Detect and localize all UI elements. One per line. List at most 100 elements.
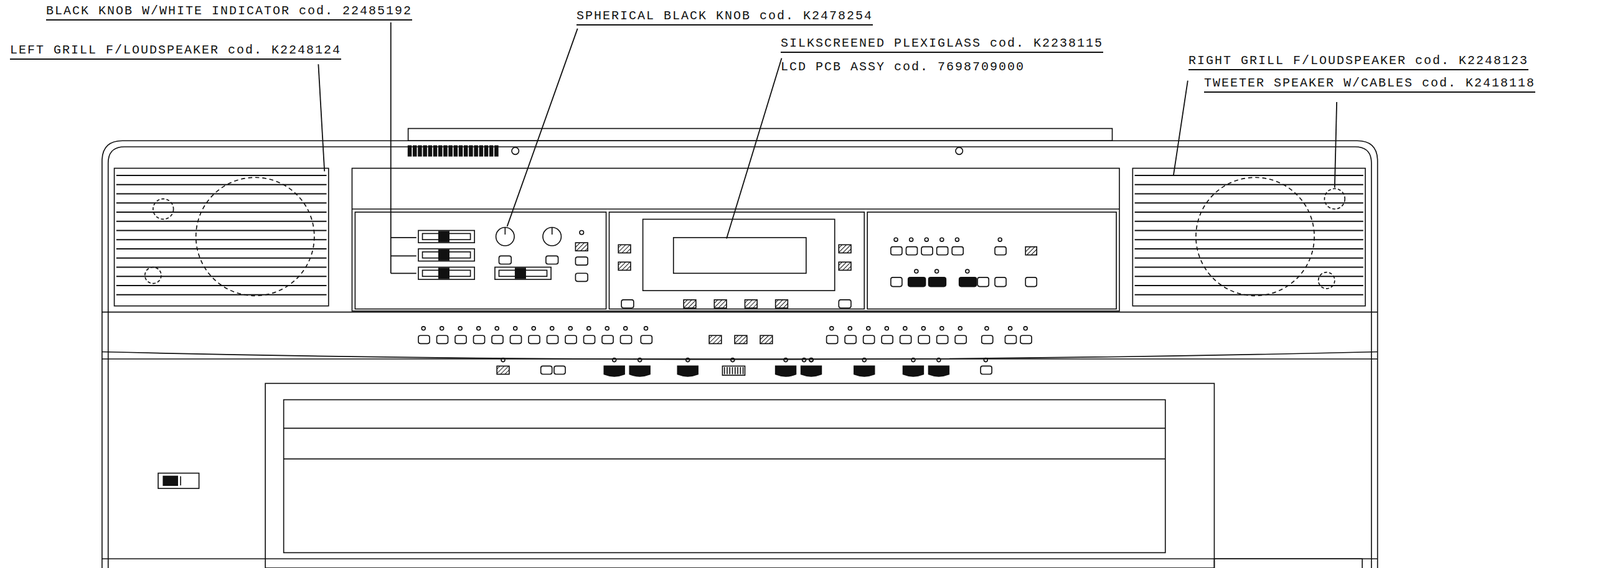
vent-slot — [438, 145, 443, 156]
black-button — [629, 366, 650, 377]
button — [1020, 335, 1032, 344]
led — [568, 326, 573, 331]
led — [440, 326, 444, 331]
button — [734, 335, 748, 344]
speaker-grill — [114, 168, 329, 306]
vent-slot — [474, 145, 478, 156]
grill-slat — [1134, 221, 1364, 223]
button — [921, 247, 933, 256]
grill-slat — [116, 275, 327, 278]
button — [565, 335, 577, 344]
button — [473, 335, 485, 344]
button — [547, 335, 559, 344]
vent-slot — [428, 145, 432, 156]
led — [940, 237, 944, 242]
button — [936, 247, 949, 256]
button — [602, 335, 614, 344]
led — [494, 326, 499, 331]
grill-slat — [116, 266, 327, 268]
led — [579, 230, 584, 235]
vent-slot — [479, 145, 483, 156]
leader-line — [390, 22, 417, 274]
housing-outline — [102, 140, 1378, 568]
button — [496, 366, 510, 375]
slider-slot — [418, 230, 475, 243]
button — [455, 335, 467, 344]
switch — [158, 473, 200, 490]
leader-line — [318, 64, 325, 172]
part-label: TWEETER SPEAKER W/CABLES cod. K2418118 — [1204, 76, 1536, 93]
button — [583, 335, 596, 344]
vent-slot — [459, 145, 463, 156]
led — [513, 326, 518, 331]
led — [955, 237, 959, 242]
keyboard-line — [283, 428, 1166, 430]
vent-slot — [469, 145, 473, 156]
button — [838, 300, 852, 309]
button — [575, 257, 588, 266]
slider-slot — [418, 249, 475, 262]
grill-slat — [116, 248, 327, 250]
black-button — [903, 366, 924, 377]
vent-slot — [464, 145, 468, 156]
grill-slat — [1134, 248, 1364, 250]
grill-slat — [1134, 285, 1364, 287]
sub-panel — [609, 212, 865, 310]
led — [997, 237, 1002, 242]
switch-line — [179, 476, 182, 486]
led — [911, 358, 916, 363]
button — [437, 335, 449, 344]
ridge — [737, 367, 739, 375]
black-button — [801, 366, 822, 377]
grill-slat — [116, 211, 327, 213]
led — [921, 326, 926, 331]
button — [1025, 247, 1037, 256]
led — [623, 326, 628, 331]
led — [940, 326, 944, 331]
grill-slat — [116, 294, 327, 296]
grill-slat — [1134, 239, 1364, 241]
keyboard-opening — [265, 383, 1215, 568]
part-label: LEFT GRILL F/LOUDSPEAKER cod. K2248124 — [9, 43, 342, 60]
grill-slat — [116, 257, 327, 259]
button — [744, 300, 758, 309]
black-button — [854, 366, 875, 377]
grill-slat — [116, 184, 327, 186]
button — [844, 335, 857, 344]
grill-slat — [1134, 211, 1364, 213]
led — [605, 326, 609, 331]
button — [890, 277, 903, 288]
button — [951, 247, 964, 256]
led — [421, 326, 426, 331]
led — [531, 326, 536, 331]
button — [863, 335, 875, 344]
vent-slot — [489, 145, 494, 156]
indicator — [955, 147, 963, 155]
slider-knob — [438, 231, 449, 242]
button — [775, 300, 789, 309]
grill-slat — [1134, 294, 1364, 296]
lcd-window — [673, 237, 807, 274]
button — [981, 335, 993, 344]
ridge — [726, 367, 728, 375]
grill-slat — [1134, 174, 1364, 177]
vent-slot — [408, 145, 412, 156]
button — [640, 335, 652, 344]
leader-line — [1334, 102, 1337, 189]
button — [980, 366, 992, 375]
housing-line — [102, 558, 1378, 560]
center-panel — [351, 168, 1120, 311]
grill-slat — [1134, 275, 1364, 278]
woofer-outline — [196, 177, 315, 296]
led — [686, 358, 690, 363]
led — [862, 358, 866, 363]
button — [1025, 277, 1037, 288]
black-button — [603, 366, 625, 377]
slider-slot — [418, 267, 475, 280]
led — [847, 326, 852, 331]
led — [809, 358, 814, 363]
indicator — [511, 147, 519, 155]
grill-slat — [1134, 266, 1364, 268]
button — [541, 366, 553, 375]
